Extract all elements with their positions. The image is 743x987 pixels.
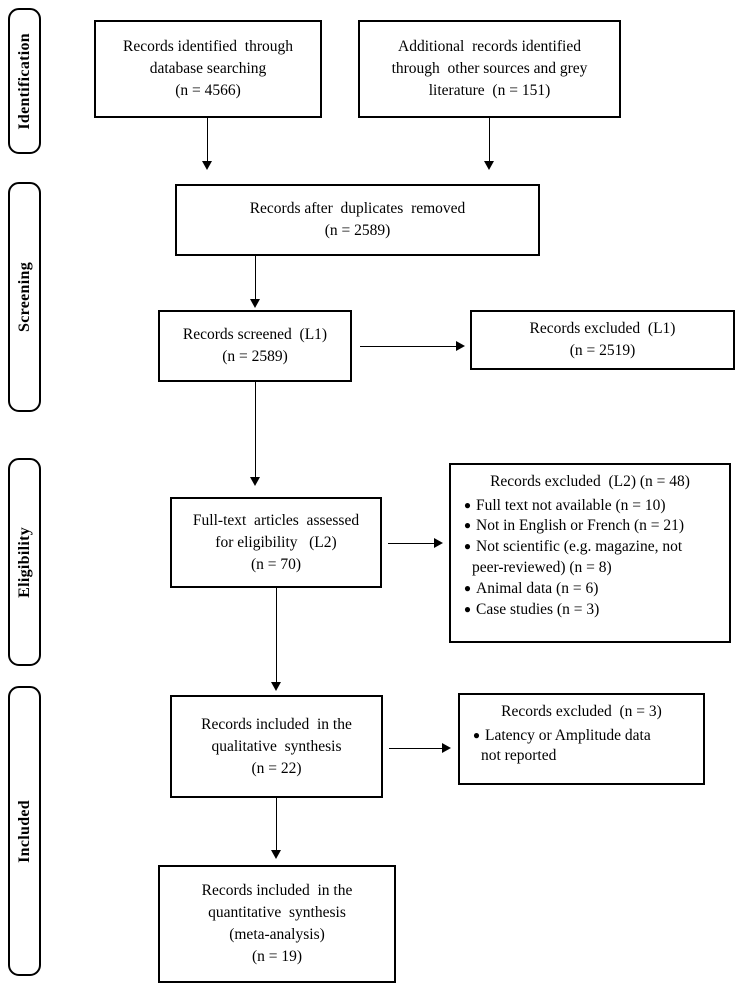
bullet-dot-icon: ● (463, 539, 472, 554)
node-excluded-l2-bullet-5-text: Case studies (n = 3) (476, 600, 600, 618)
node-additional-records-line2: through other sources and grey (391, 60, 588, 77)
node-excluded-l2-bullet-1: ● Full text not available (n = 10) (459, 496, 721, 517)
node-qualitative-synthesis-line1: Records included in the (201, 715, 352, 733)
node-qualitative-synthesis: Records included in the qualitative synt… (170, 695, 383, 798)
arrowhead-screened-to-excluded-l1 (456, 341, 465, 351)
node-records-screened-line2: (n = 2589) (222, 348, 288, 365)
stage-label-included: Included (8, 686, 41, 976)
stage-label-eligibility: Eligibility (8, 458, 41, 666)
connector-qualitative-to-quantitative (276, 798, 277, 852)
node-fulltext-assessed-line1: Full-text articles assessed (192, 511, 360, 529)
node-additional-records: Additional records identified through ot… (358, 20, 621, 118)
node-excluded-l2: Records excluded (L2) (n = 48) ● Full te… (449, 463, 731, 643)
node-excluded-l2-bullet-2: ● Not in English or French (n = 21) (459, 516, 721, 537)
stage-label-screening: Screening (8, 182, 41, 412)
node-quantitative-synthesis: Records included in the quantitative syn… (158, 865, 396, 983)
node-excluded-l2-bullet-3: ● Not scientific (e.g. magazine, not pee… (459, 537, 721, 579)
node-records-screened-line1: Records screened (L1) (182, 326, 328, 343)
node-excluded-qualitative-bullet-1-continuation: not reported (481, 747, 557, 765)
bullet-dot-icon: ● (463, 601, 472, 616)
arrowhead-duplicates-to-screened (250, 299, 260, 308)
node-excluded-l2-bullet-1-text: Full text not available (n = 10) (476, 496, 666, 514)
node-excluded-l1-line1: Records excluded (L1) (529, 320, 676, 337)
node-records-screened: Records screened (L1) (n = 2589) (158, 310, 352, 382)
node-excluded-qualitative-bullet-1: ● Latency or Amplitude data not reported (468, 726, 695, 768)
connector-additional-to-duplicates (489, 118, 490, 163)
stage-label-included-text: Included (15, 799, 33, 863)
connector-duplicates-to-screened (255, 256, 256, 301)
node-excluded-l1: Records excluded (L1) (n = 2519) (470, 310, 735, 370)
bullet-dot-icon: ● (472, 727, 481, 742)
arrowhead-screened-to-fulltext (250, 477, 260, 486)
node-excluded-l2-bullet-3-continuation: peer-reviewed) (n = 8) (472, 558, 612, 576)
node-excluded-qualitative-heading: Records excluded (n = 3) (501, 703, 662, 720)
node-excluded-l2-heading: Records excluded (L2) (n = 48) (490, 473, 690, 490)
stage-label-screening-text: Screening (15, 262, 33, 332)
node-excluded-l2-bullet-2-text: Not in English or French (n = 21) (476, 517, 685, 535)
node-fulltext-assessed-line3: (n = 70) (250, 555, 302, 573)
node-records-identified: Records identified through database sear… (94, 20, 322, 118)
node-excluded-qualitative: Records excluded (n = 3) ● Latency or Am… (458, 693, 705, 785)
arrowhead-additional-to-duplicates (484, 161, 494, 170)
node-excluded-l2-bullet-4: ● Animal data (n = 6) (459, 579, 721, 600)
stage-label-identification: Identification (8, 8, 41, 154)
node-duplicates-removed-line2: (n = 2589) (324, 222, 391, 239)
node-excluded-l2-bullet-4-text: Animal data (n = 6) (476, 579, 599, 597)
stage-label-eligibility-text: Eligibility (15, 526, 33, 598)
node-qualitative-synthesis-line3: (n = 22) (251, 759, 302, 777)
connector-identified-to-duplicates (207, 118, 208, 163)
node-duplicates-removed-line1: Records after duplicates removed (249, 200, 466, 217)
arrowhead-qualitative-to-excluded (442, 743, 451, 753)
node-excluded-qualitative-bullet-1-text: Latency or Amplitude data (485, 726, 651, 744)
node-fulltext-assessed-line2: for eligibility (L2) (215, 533, 337, 551)
stage-label-identification-text: Identification (15, 32, 33, 130)
node-fulltext-assessed: Full-text articles assessed for eligibil… (170, 497, 382, 588)
bullet-dot-icon: ● (463, 518, 472, 533)
node-records-identified-line2: database searching (149, 60, 267, 77)
node-excluded-l2-bullet-5: ● Case studies (n = 3) (459, 600, 721, 621)
arrowhead-qualitative-to-quantitative (271, 850, 281, 859)
node-additional-records-line3: literature (n = 151) (428, 82, 551, 99)
arrowhead-fulltext-to-qualitative (271, 682, 281, 691)
connector-qualitative-to-excluded (389, 748, 444, 749)
connector-screened-to-fulltext (255, 382, 256, 479)
connector-fulltext-to-qualitative (276, 588, 277, 684)
node-records-identified-line1: Records identified through (122, 38, 294, 55)
bullet-dot-icon: ● (463, 580, 472, 595)
node-quantitative-synthesis-line2: quantitative synthesis (208, 904, 346, 921)
arrowhead-identified-to-duplicates (202, 161, 212, 170)
bullet-dot-icon: ● (463, 497, 472, 512)
node-records-identified-line3: (n = 4566) (175, 82, 241, 99)
node-excluded-l1-line2: (n = 2519) (569, 342, 636, 359)
arrowhead-fulltext-to-excluded-l2 (434, 538, 443, 548)
node-quantitative-synthesis-line3: (meta-analysis) (229, 926, 325, 943)
node-qualitative-synthesis-line2: qualitative synthesis (211, 737, 342, 755)
node-duplicates-removed: Records after duplicates removed (n = 25… (175, 184, 540, 256)
node-additional-records-line1: Additional records identified (398, 38, 581, 55)
node-quantitative-synthesis-line4: (n = 19) (251, 948, 303, 965)
node-excluded-l2-bullet-3-text: Not scientific (e.g. magazine, not (476, 538, 683, 556)
connector-screened-to-excluded-l1 (360, 346, 458, 347)
node-quantitative-synthesis-line1: Records included in the (201, 882, 353, 899)
connector-fulltext-to-excluded-l2 (388, 543, 436, 544)
